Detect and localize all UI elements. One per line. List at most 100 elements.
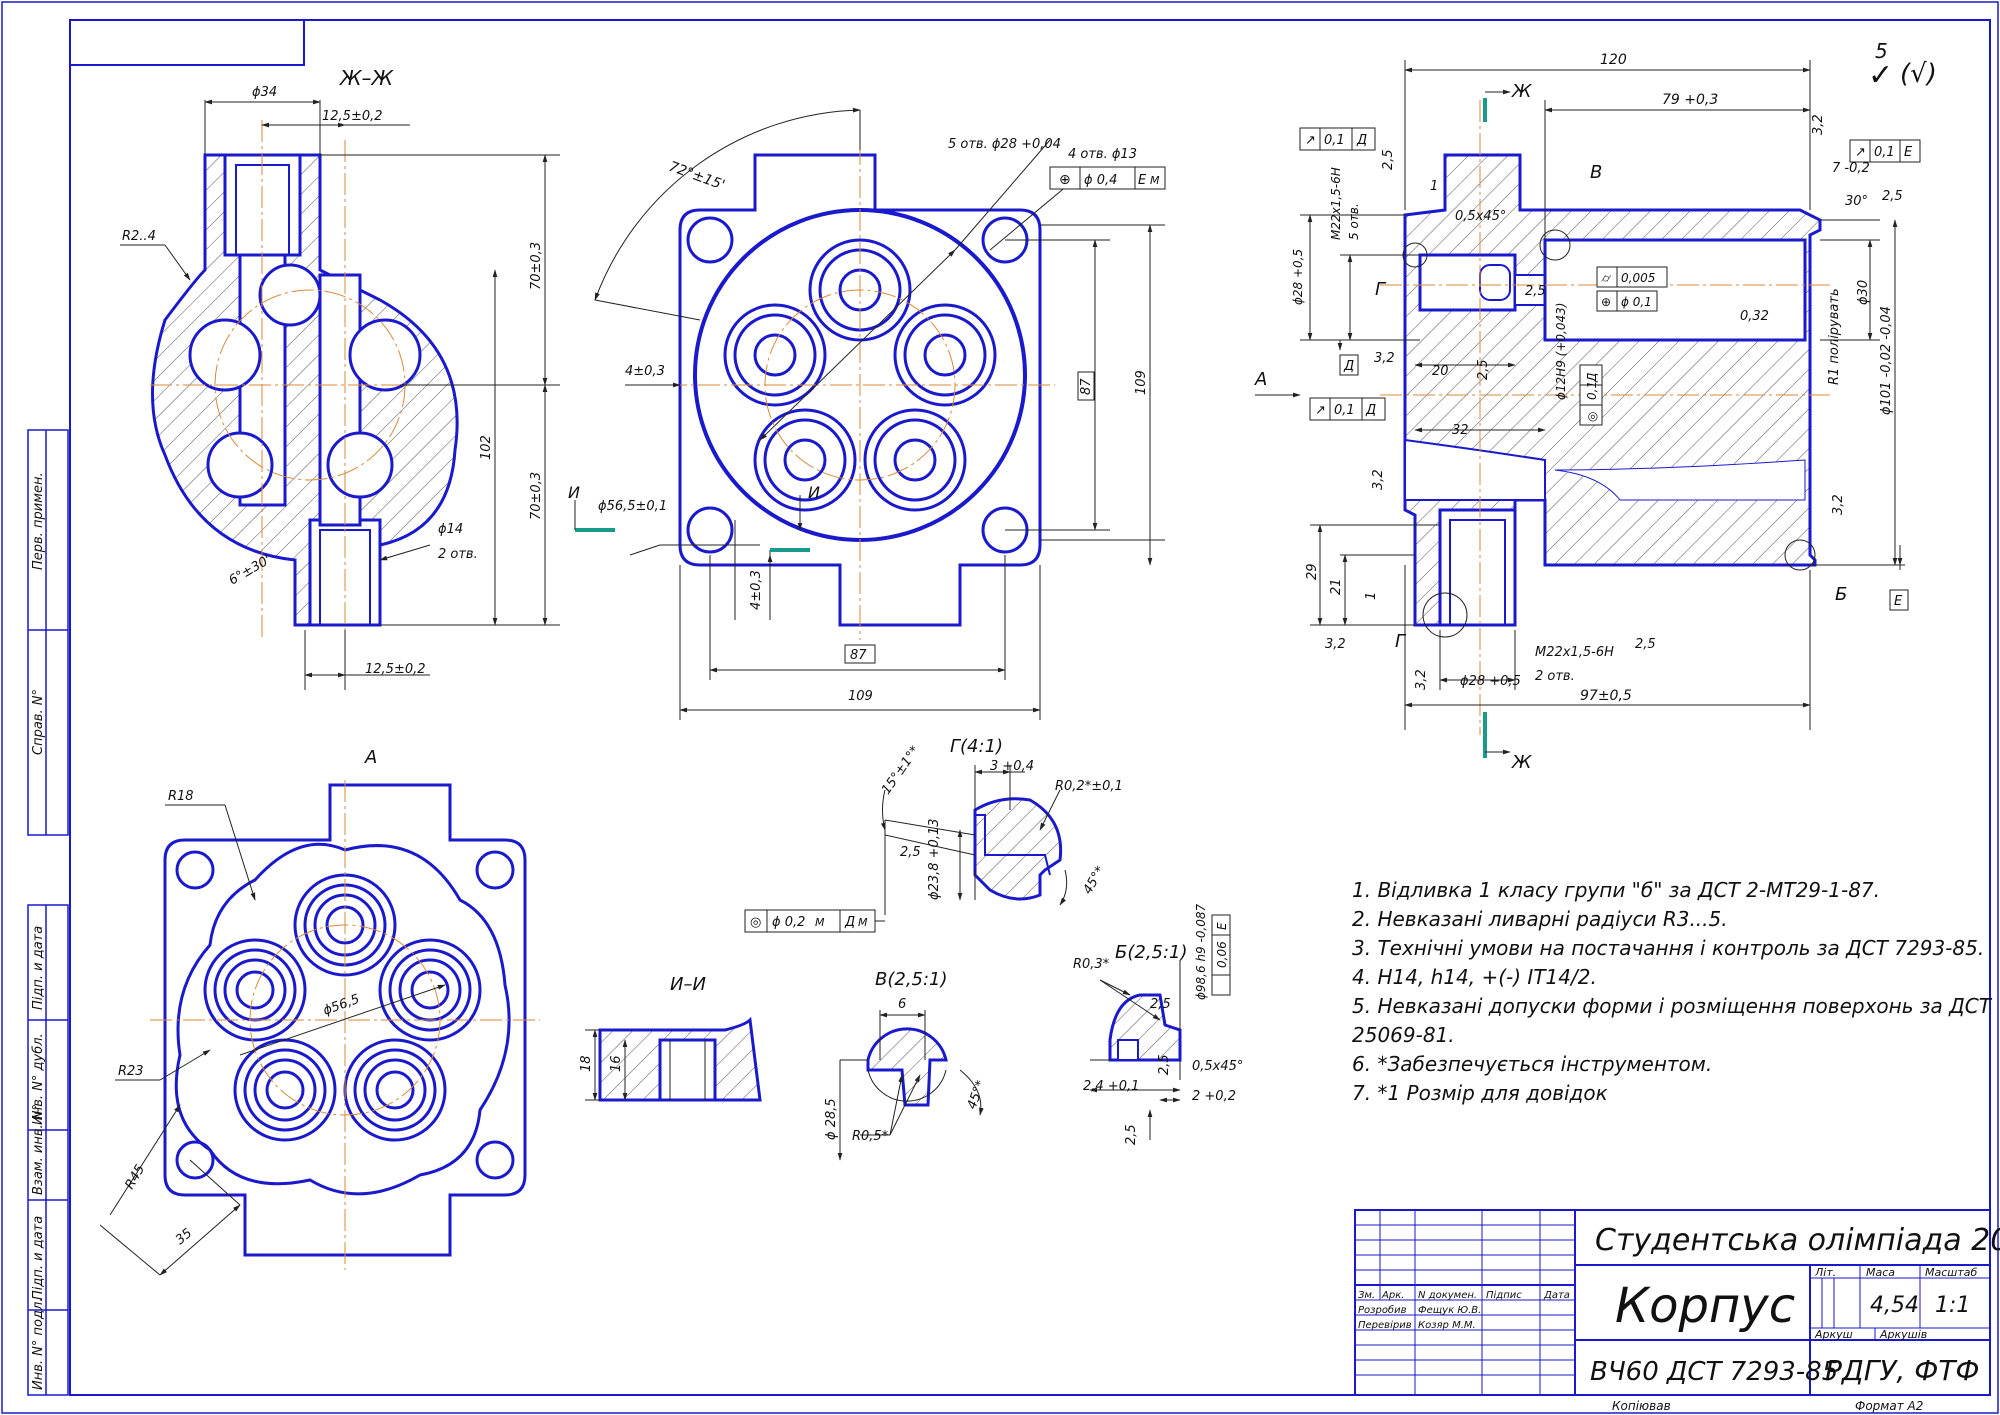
- inner-frame: [69, 19, 1991, 1396]
- dim-a-r45: R45: [122, 1162, 148, 1192]
- note-5b: 25069-81.: [1352, 1023, 1455, 1047]
- tol-side-run1-ref: Д: [1356, 133, 1367, 148]
- dim-side-d20: 20: [1432, 364, 1449, 379]
- dim-g-ang15: 15°±1°*: [879, 743, 923, 797]
- dim-b-d986: ϕ98,6 h9 -0,087: [1194, 903, 1208, 1000]
- title-name1: Фещук Ю.В.: [1418, 1305, 1481, 1316]
- dim-side-d12: ϕ12H9 (+0,043): [1554, 303, 1568, 400]
- title-scale: 1:1: [1935, 1293, 1970, 1318]
- detail-mark-v: В: [1590, 162, 1602, 183]
- tol-side-run3: 0,1: [1334, 403, 1355, 418]
- dim-side-d97: 97±0,5: [1580, 688, 1632, 704]
- tol-g-value: ϕ 0,2: [772, 915, 805, 930]
- title-role1: Розробив: [1358, 1304, 1407, 1316]
- dim-side-h32e: 3,2: [1414, 669, 1429, 690]
- title-scale-label: Масштаб: [1925, 1266, 1977, 1279]
- tol-side-run3-sym: ↗: [1315, 403, 1326, 418]
- dim-g-r02: R0,2*±0,1: [1055, 779, 1123, 794]
- stamp-pidp1: Підп. и дата: [31, 926, 46, 1010]
- dim-side-d25d: 2,5: [1882, 189, 1903, 204]
- dim-side-d1b: 1: [1364, 592, 1379, 600]
- dim-side-d32: 32: [1452, 423, 1469, 438]
- dim-side-thread2: M22x1,5-6H: [1535, 645, 1614, 660]
- title-project: Студентська олімпіада 2019: [1595, 1223, 2000, 1258]
- section-zh-view: [120, 99, 560, 690]
- title-mass-label: Маса: [1866, 1266, 1895, 1279]
- title-h-sign: Підпис: [1486, 1289, 1522, 1301]
- section-i-title: И–И: [670, 974, 706, 995]
- dim-side-h32c: 3,2: [1371, 469, 1386, 490]
- dim-front-ang72: 72°±15': [667, 159, 727, 194]
- title-part: Корпус: [1615, 1278, 1795, 1334]
- tol-side-run1-sym: ↗: [1305, 133, 1316, 148]
- tol-side-run2-sym: ↗: [1855, 145, 1866, 160]
- detail-b-title: Б(2,5:1): [1115, 942, 1188, 963]
- section-mark-i-left: И: [568, 483, 580, 502]
- title-sheets-label: Аркушів: [1879, 1328, 1927, 1341]
- dim-g-25: 2,5: [900, 845, 921, 860]
- tol-side-flat: 0,005: [1621, 271, 1655, 285]
- dim-front-87h: 87: [850, 648, 867, 663]
- dim-front-holes5: 5 отв. ϕ28 +0,04: [948, 137, 1061, 152]
- note-2: 2. Невказані ливарні радіуси R3...5.: [1352, 907, 1728, 931]
- tol-b-value: 0,06: [1215, 941, 1229, 968]
- dim-b-r03: R0,3*: [1073, 957, 1110, 972]
- tol-side-conc-sym: ◎: [1585, 412, 1599, 422]
- tol-side-run2: 0,1: [1874, 145, 1895, 160]
- note-7: 7. *1 Розмір для довідок: [1352, 1081, 1608, 1105]
- dim-side-d25c: 2,5: [1476, 359, 1491, 380]
- detail-b-view: [1089, 914, 1231, 1140]
- dim-a-r23: R23: [118, 1064, 144, 1079]
- title-org: РДГУ, ФТФ: [1825, 1354, 1980, 1387]
- section-mark-i-right: И: [808, 483, 820, 502]
- detail-g-title: Г(4:1): [950, 736, 1003, 757]
- tol-side-flat-sym: ⌭: [1601, 271, 1612, 285]
- roughness-symbol: (√): [1900, 59, 1937, 89]
- stamp-dubl: Инв. N° дубл.: [31, 1033, 46, 1125]
- dim-front-d565: ϕ56,5±0,1: [598, 499, 667, 514]
- dim-b-24: 2,4 +0,1: [1083, 1079, 1139, 1094]
- front-view: [574, 107, 1166, 720]
- tol-g-m: М: [815, 916, 825, 929]
- dim-zh-w125-top: 12,5±0,2: [322, 109, 383, 124]
- tol-side-cyl: ϕ 0,1: [1621, 295, 1652, 309]
- dim-side-d25e: 2,5: [1635, 637, 1656, 652]
- stamp-pidp2: Підп. и дата: [31, 1216, 46, 1300]
- side-section-view: [1255, 60, 1921, 758]
- stamp-podl: Инв. N° подл.: [31, 1298, 46, 1390]
- dim-side-d101: ϕ101 -0,02 -0,04: [1879, 306, 1894, 415]
- dim-side-d21: 21: [1329, 578, 1344, 595]
- dim-side-h32f: 3,2: [1831, 494, 1846, 515]
- dim-zh-h70a: 70±0,3: [529, 242, 544, 290]
- title-sheet-label: Аркуш: [1814, 1328, 1853, 1341]
- dim-side-d1a: 1: [1430, 179, 1438, 194]
- title-lit-label: Літ.: [1814, 1266, 1836, 1279]
- dim-front-109v: 109: [1134, 370, 1149, 395]
- dim-side-d25b: 2,5: [1525, 284, 1546, 299]
- tol-front-symbol: ⊕: [1059, 172, 1071, 188]
- dim-side-h32: 3,2: [1811, 114, 1826, 135]
- dim-front-109h: 109: [848, 689, 873, 704]
- detail-g-view: [744, 765, 1068, 933]
- note-1: 1. Відливка 1 класу групи "б" за ДСТ 2-М…: [1352, 878, 1880, 902]
- dim-side-ang30: 30°: [1845, 194, 1868, 209]
- title-role2: Перевірив: [1358, 1319, 1412, 1331]
- view-a: [99, 780, 540, 1276]
- dim-front-holes4: 4 отв. ϕ13: [1068, 147, 1137, 162]
- view-a-title: А: [364, 747, 377, 768]
- tol-front-m: М: [1150, 174, 1160, 187]
- dim-zh-ang6: 6°±30': [227, 553, 274, 589]
- dim-b-25b: 2,5: [1157, 1054, 1172, 1075]
- dim-side-d29: 29: [1305, 563, 1320, 580]
- view-arrow-a: А: [1254, 369, 1267, 390]
- dim-v-ang45: 45°*: [965, 1078, 989, 1111]
- dim-g-d238: ϕ23,8 +0,13: [927, 819, 942, 901]
- title-h-ark: Арк.: [1381, 1290, 1404, 1301]
- note-4: 4. H14, h14, +(-) IT14/2.: [1352, 965, 1597, 989]
- dim-side-d28b: ϕ28 +0,5: [1460, 674, 1521, 689]
- detail-mark-g-bottom: Г: [1395, 631, 1407, 652]
- roughness-check-icon: ✓: [1868, 58, 1893, 93]
- tol-front-ref: Е: [1138, 173, 1147, 188]
